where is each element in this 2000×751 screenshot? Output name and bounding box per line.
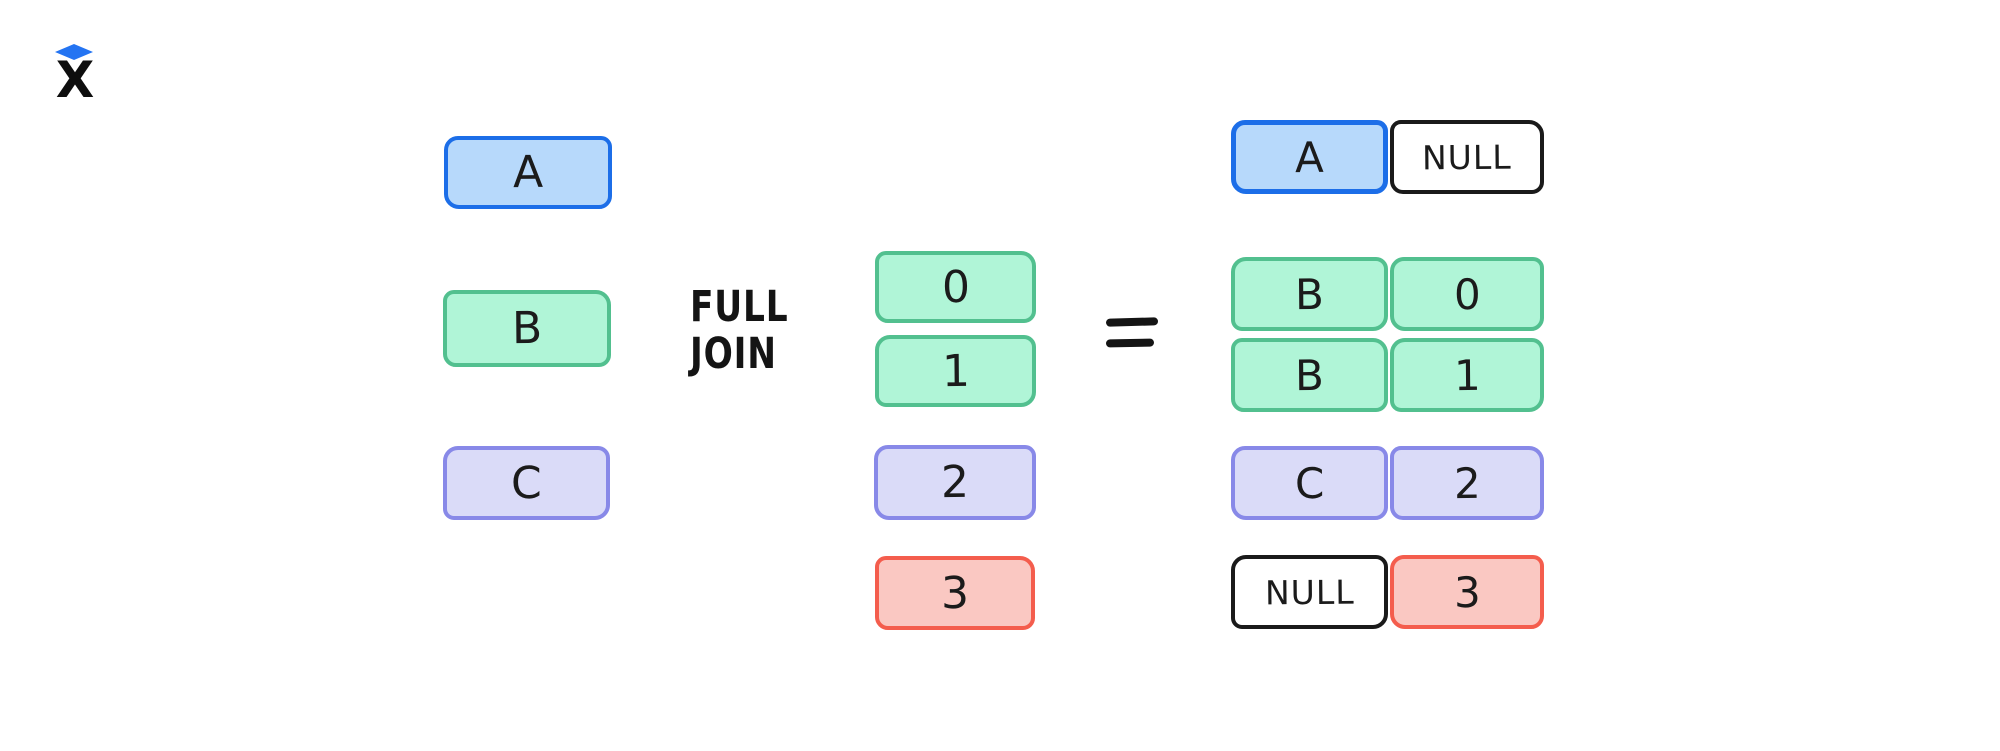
- left-table-cell-b: B: [443, 290, 611, 367]
- equals-bar-top: [1105, 317, 1159, 327]
- join-operator-line2: JOIN: [690, 329, 777, 379]
- result-row: B 1: [1231, 338, 1544, 412]
- equals-bar-bottom: [1105, 338, 1155, 348]
- cell-label: 0: [941, 261, 970, 313]
- result-cell-right: 3: [1390, 555, 1544, 629]
- equals-sign: [1105, 317, 1159, 348]
- cell-label: B: [1294, 350, 1325, 400]
- cell-label: 1: [941, 345, 970, 397]
- right-table-cell-2: 2: [874, 445, 1036, 520]
- result-row: A NULL: [1231, 120, 1544, 194]
- result-row: NULL 3: [1231, 555, 1544, 629]
- left-table-cell-a: A: [444, 136, 612, 209]
- result-cell-left: NULL: [1231, 555, 1388, 629]
- cell-label: 0: [1453, 269, 1481, 319]
- result-cell-left: B: [1231, 338, 1388, 412]
- result-cell-right: 2: [1390, 446, 1544, 520]
- cell-label: C: [510, 457, 543, 509]
- cell-label: 3: [1453, 567, 1481, 617]
- join-operator-label: FULL JOIN: [690, 284, 788, 378]
- result-cell-left: B: [1231, 257, 1388, 331]
- right-table-cell-0: 0: [875, 251, 1036, 323]
- cell-label: 3: [940, 567, 970, 619]
- cell-label: B: [1294, 269, 1325, 319]
- cell-label: NULL: [1264, 572, 1355, 612]
- left-table-cell-c: C: [443, 446, 610, 520]
- cell-label: NULL: [1422, 137, 1512, 177]
- result-row: C 2: [1231, 446, 1544, 520]
- result-cell-right: NULL: [1390, 120, 1544, 194]
- brand-logo: X: [50, 44, 98, 109]
- cell-label: B: [511, 302, 543, 355]
- cell-label: A: [512, 146, 544, 199]
- result-cell-left: A: [1231, 120, 1388, 194]
- result-cell-right: 1: [1390, 338, 1544, 412]
- right-table-cell-3: 3: [875, 556, 1035, 630]
- cell-label: 2: [1453, 458, 1481, 508]
- join-operator-line1: FULL: [690, 282, 789, 332]
- logo-diamond-icon: [55, 44, 93, 60]
- cell-label: 2: [940, 456, 970, 509]
- cell-label: C: [1294, 458, 1325, 508]
- result-cell-right: 0: [1390, 257, 1544, 331]
- result-cell-left: C: [1231, 446, 1388, 520]
- cell-label: A: [1294, 132, 1325, 182]
- right-table-cell-1: 1: [875, 335, 1036, 407]
- result-row: B 0: [1231, 257, 1544, 331]
- logo-x-letter: X: [55, 51, 95, 109]
- cell-label: 1: [1453, 350, 1481, 400]
